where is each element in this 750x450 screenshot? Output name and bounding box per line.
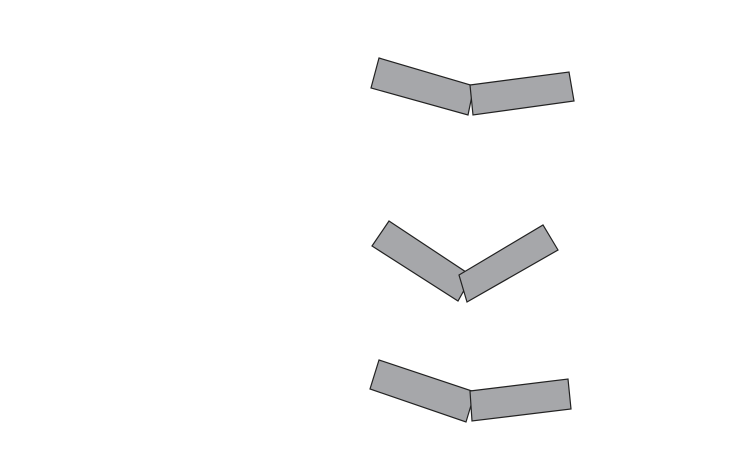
bar-pair-2 xyxy=(371,220,559,303)
bar-pair-2-right-bar xyxy=(458,224,559,303)
bar-pair-2-left-bar xyxy=(371,220,473,302)
bar-pair-1 xyxy=(370,57,575,116)
bar-pair-3 xyxy=(369,359,572,423)
bar-pair-1-left-bar xyxy=(370,57,475,116)
bar-pair-1-right-bar xyxy=(469,71,575,116)
bar-pair-3-left-bar xyxy=(369,359,476,423)
bar-pair-3-right-bar xyxy=(469,378,572,422)
